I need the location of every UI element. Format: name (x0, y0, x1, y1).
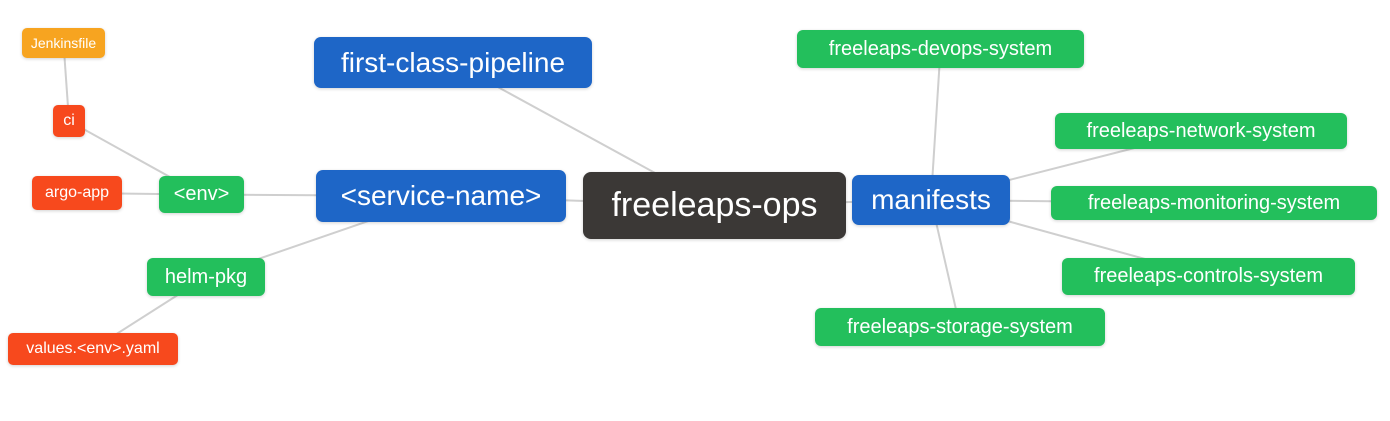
node-freeleaps-controls-system[interactable]: freeleaps-controls-system (1062, 258, 1355, 295)
node-helm-pkg[interactable]: helm-pkg (147, 258, 265, 296)
node-service-name[interactable]: <service-name> (316, 170, 566, 222)
node-freeleaps-devops-system[interactable]: freeleaps-devops-system (797, 30, 1084, 68)
node-argo-app[interactable]: argo-app (32, 176, 122, 210)
node-freeleaps-ops[interactable]: freeleaps-ops (583, 172, 846, 239)
node-values-env-yaml[interactable]: values.<env>.yaml (8, 333, 178, 365)
node-jenkinsfile[interactable]: Jenkinsfile (22, 28, 105, 58)
edge-manifests-devops-system (930, 48, 942, 201)
node-freeleaps-network-system[interactable]: freeleaps-network-system (1055, 113, 1347, 149)
node-freeleaps-monitoring-system[interactable]: freeleaps-monitoring-system (1051, 186, 1377, 220)
node-manifests[interactable]: manifests (852, 175, 1010, 225)
node-first-class-pipeline[interactable]: first-class-pipeline (314, 37, 592, 88)
node-ci[interactable]: ci (53, 105, 85, 137)
node-env[interactable]: <env> (159, 176, 244, 213)
node-freeleaps-storage-system[interactable]: freeleaps-storage-system (815, 308, 1105, 346)
